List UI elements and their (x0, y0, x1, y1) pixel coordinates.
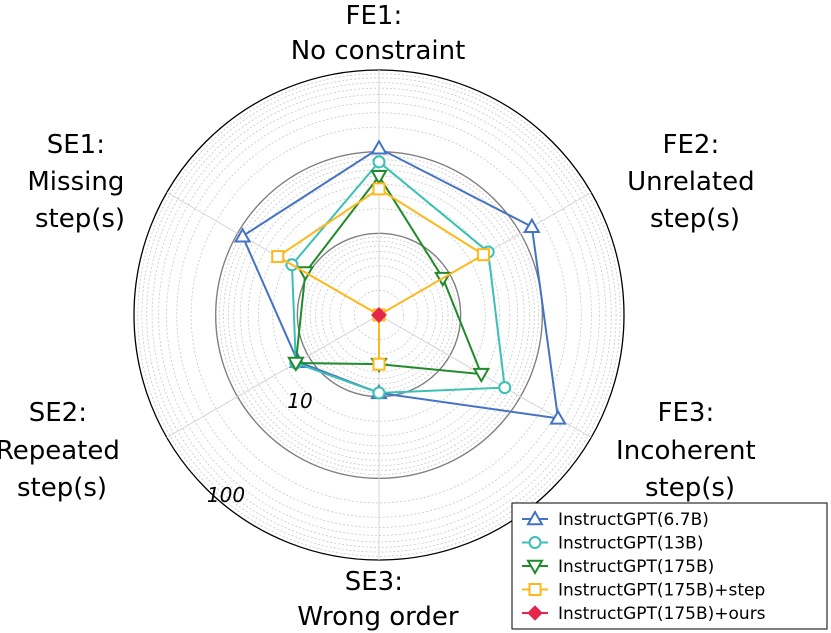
grid-ring-minor (354, 290, 404, 340)
legend-item: InstructGPT(175B)+step (522, 581, 765, 601)
marker-triangle-down (526, 559, 544, 576)
axis-label-se3: SE3: Wrong order (297, 567, 458, 632)
marker-triangle-up (370, 139, 388, 155)
legend-item: InstructGPT(6.7B) (522, 509, 709, 530)
axis-label-se1: SE1: Missing step(s) (27, 130, 132, 234)
legend-label: InstructGPT(6.7B) (558, 510, 709, 530)
grid-ring-minor (219, 155, 539, 475)
axis-label-fe3: FE3: Incoherent step(s) (616, 398, 764, 503)
marker-square (528, 583, 542, 596)
legend-item: InstructGPT(175B) (522, 557, 714, 577)
marker-square (372, 357, 386, 371)
legend-label: InstructGPT(175B) (558, 557, 714, 577)
radar-series (233, 139, 567, 425)
series-line (241, 147, 560, 420)
marker-circle (372, 155, 386, 169)
ring-label-100: 100 (207, 483, 245, 507)
legend-label: InstructGPT(13B) (558, 534, 703, 554)
grid-ring-minor (158, 94, 600, 536)
marker-triangle-up (233, 227, 252, 243)
marker-circle (528, 536, 542, 549)
legend-box (511, 502, 828, 630)
legend-item: InstructGPT(13B) (522, 534, 703, 554)
marker-triangle-down (287, 356, 305, 373)
legend-label: InstructGPT(175B)+step (558, 581, 765, 601)
marker-diamond (527, 605, 543, 621)
marker-square (271, 250, 285, 264)
axis-label-fe1: FE1: No constraint (291, 1, 466, 66)
marker-square (372, 182, 386, 196)
marker-circle (372, 386, 386, 400)
ring-label-10: 10 (287, 389, 312, 413)
grid-ring-minor (304, 240, 454, 390)
legend: InstructGPT(6.7B) InstructGPT(13B) Instruc… (511, 502, 828, 630)
marker-diamond (371, 307, 387, 323)
axis-label-fe2: FE2: Unrelated step(s) (627, 130, 763, 234)
axis-label-se2: SE2: Repeated step(s) (0, 398, 128, 503)
legend-label: InstructGPT(175B)+ours (558, 604, 766, 624)
marker-triangle-up (526, 509, 544, 526)
marker-circle (498, 381, 512, 395)
legend-item: InstructGPT(175B)+ours (522, 604, 766, 624)
series-4 (371, 307, 387, 323)
marker-triangle-up (523, 217, 541, 233)
marker-triangle-down (472, 367, 491, 384)
series-line (294, 174, 483, 376)
grid-ring-minor (315, 251, 443, 379)
marker-triangle-down (370, 170, 388, 186)
marker-square (476, 248, 490, 262)
marker-triangle-up (549, 409, 567, 425)
spoke-line (166, 314, 380, 438)
legend-items: InstructGPT(6.7B) InstructGPT(13B) Instruc… (522, 509, 766, 624)
